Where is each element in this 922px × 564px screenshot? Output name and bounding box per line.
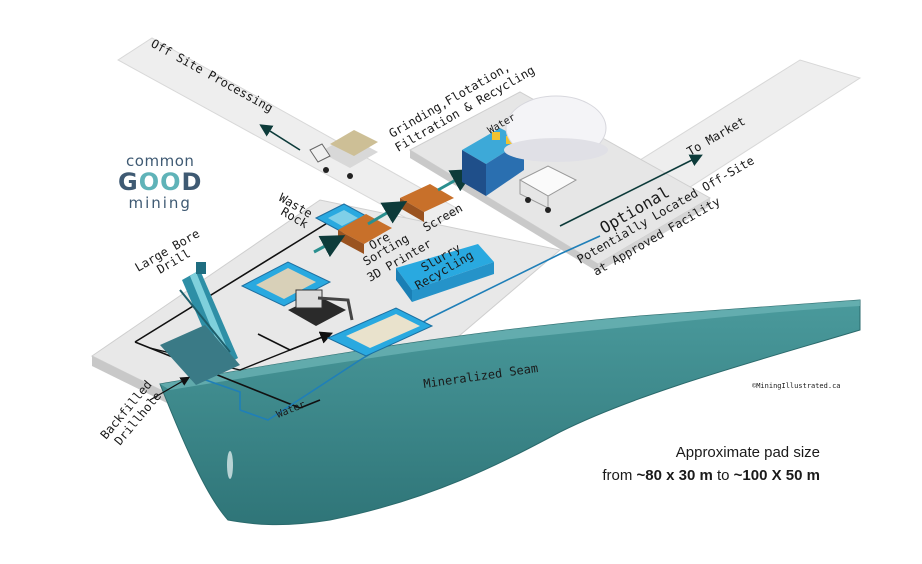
logo-d: D — [181, 168, 203, 196]
road-off-site — [117, 37, 461, 231]
optional-pad-edge-right — [598, 198, 710, 272]
pad-size-note: Approximate pad size from ~80 x 30 m to … — [602, 444, 820, 484]
logo-g: G — [118, 168, 139, 196]
seam-crack — [227, 451, 233, 479]
storage-dome-base — [504, 138, 608, 162]
logo-line-common: common — [126, 152, 195, 170]
water-pipe-left — [199, 377, 241, 410]
excavator — [288, 289, 354, 326]
conveyor-1 — [313, 235, 346, 258]
label-credit: ©MiningIllustrated.ca — [752, 382, 841, 390]
pad-size-max: ~100 X 50 m — [733, 467, 820, 484]
arrow-off-site — [259, 124, 301, 151]
pad-size-range: from ~80 x 30 m to ~100 X 50 m — [602, 467, 820, 484]
arrow-to-market — [559, 154, 703, 227]
pad-size-min: ~80 x 30 m — [636, 467, 713, 484]
slurry-recycling — [396, 244, 494, 302]
waste-rock-bin-inner — [328, 210, 358, 226]
common-good-mining-logo: common GOOD mining — [118, 154, 202, 211]
ore-bin-left-inner — [256, 268, 316, 299]
logo-oo: OO — [138, 168, 182, 196]
seam-highlight — [160, 300, 860, 390]
conveyor-2 — [367, 200, 408, 226]
logo-line-mining: mining — [128, 194, 192, 212]
pad-size-middle: to — [712, 467, 734, 484]
pad-size-title: Approximate pad size — [675, 444, 820, 461]
slurry-tank-lower-inner — [346, 314, 420, 348]
pad-size-prefix: from — [602, 467, 637, 484]
backfilled-drillhole-arrow — [149, 376, 191, 401]
delivery-van — [518, 165, 578, 213]
truck-off-site — [309, 130, 378, 179]
large-bore-drill — [160, 262, 240, 385]
logo-line-good: GOOD — [118, 170, 202, 194]
